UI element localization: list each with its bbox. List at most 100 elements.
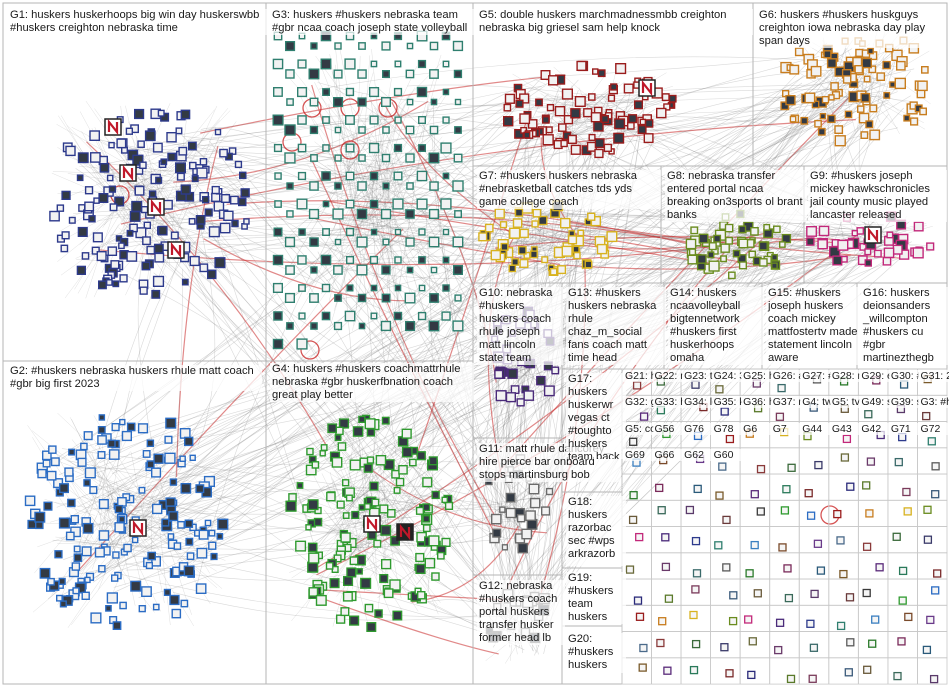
node: [99, 531, 108, 540]
node: [90, 487, 97, 494]
node: [589, 135, 595, 141]
node: [146, 131, 155, 140]
node: [520, 260, 528, 268]
node: [52, 458, 60, 466]
node: [423, 478, 432, 487]
small-group-label: G39: spe: [889, 396, 920, 408]
small-node: [730, 618, 737, 625]
node: [152, 468, 161, 477]
node: [371, 285, 376, 290]
node: [861, 94, 869, 102]
node: [815, 121, 821, 127]
node: [222, 195, 230, 203]
node: [595, 150, 603, 158]
small-node: [630, 438, 637, 445]
node: [61, 245, 67, 251]
node: [542, 507, 550, 515]
node: [883, 62, 890, 69]
node: [59, 579, 65, 585]
node: [518, 544, 527, 553]
node: [298, 88, 307, 97]
node: [357, 569, 362, 574]
node: [595, 139, 604, 148]
small-node: [719, 463, 726, 470]
node: [382, 210, 391, 219]
node: [479, 233, 487, 241]
node: [323, 117, 329, 123]
group-label-g6: G6: huskers #huskers huskguys creighton …: [757, 9, 946, 48]
small-group-label: G78: [712, 423, 743, 435]
node: [346, 144, 354, 152]
node: [824, 51, 831, 58]
node: [380, 575, 388, 583]
node: [828, 115, 835, 122]
small-node: [863, 590, 870, 597]
small-node: [840, 571, 847, 578]
node: [547, 489, 553, 495]
node: [419, 145, 426, 152]
node: [862, 59, 871, 68]
node: [365, 605, 372, 612]
node: [215, 258, 225, 268]
node: [135, 187, 144, 196]
small-group-label: G26: adbh: [771, 370, 802, 382]
small-node: [776, 413, 783, 420]
small-group-label: G28: mak: [830, 370, 861, 382]
node: [139, 606, 145, 612]
node: [335, 43, 341, 49]
node: [346, 116, 355, 125]
node: [147, 440, 153, 446]
node: [527, 520, 537, 530]
node: [181, 429, 190, 438]
node: [321, 255, 330, 264]
node: [395, 117, 401, 123]
node: [442, 539, 450, 547]
node: [72, 563, 79, 570]
node: [593, 69, 598, 74]
node: [507, 494, 515, 502]
node: [657, 109, 666, 118]
small-node: [716, 386, 723, 393]
node: [914, 222, 923, 231]
node: [407, 183, 413, 189]
node: [709, 261, 719, 271]
node: [84, 432, 92, 440]
node: [820, 114, 825, 119]
node: [181, 185, 190, 194]
node: [558, 266, 566, 274]
node: [286, 294, 295, 303]
node: [73, 588, 79, 594]
node: [870, 130, 879, 139]
node: [838, 240, 848, 250]
node: [419, 313, 426, 320]
group-label-g16: G16: huskers deionsanders _willcompton #…: [861, 287, 949, 365]
node: [402, 429, 411, 438]
small-node: [662, 563, 669, 570]
node: [287, 183, 293, 189]
node: [883, 258, 890, 265]
node: [181, 600, 187, 606]
node: [561, 219, 570, 228]
node: [508, 369, 517, 378]
node: [35, 512, 45, 522]
node: [127, 231, 133, 237]
node: [568, 136, 576, 144]
node: [729, 272, 735, 278]
node: [231, 196, 238, 203]
small-node: [905, 613, 912, 620]
node: [419, 117, 426, 124]
node: [364, 464, 372, 472]
node: [359, 155, 365, 161]
small-group-label: G71: [889, 423, 920, 435]
node: [165, 436, 172, 443]
node: [607, 232, 617, 242]
small-node: [686, 507, 693, 514]
node: [113, 622, 120, 629]
node: [176, 163, 186, 173]
small-group-label: G30: #h: [889, 370, 920, 382]
small-node: [893, 533, 900, 540]
node: [372, 230, 377, 235]
node: [531, 499, 540, 508]
node: [286, 238, 295, 247]
small-group-label: G32: ga: [623, 396, 654, 408]
